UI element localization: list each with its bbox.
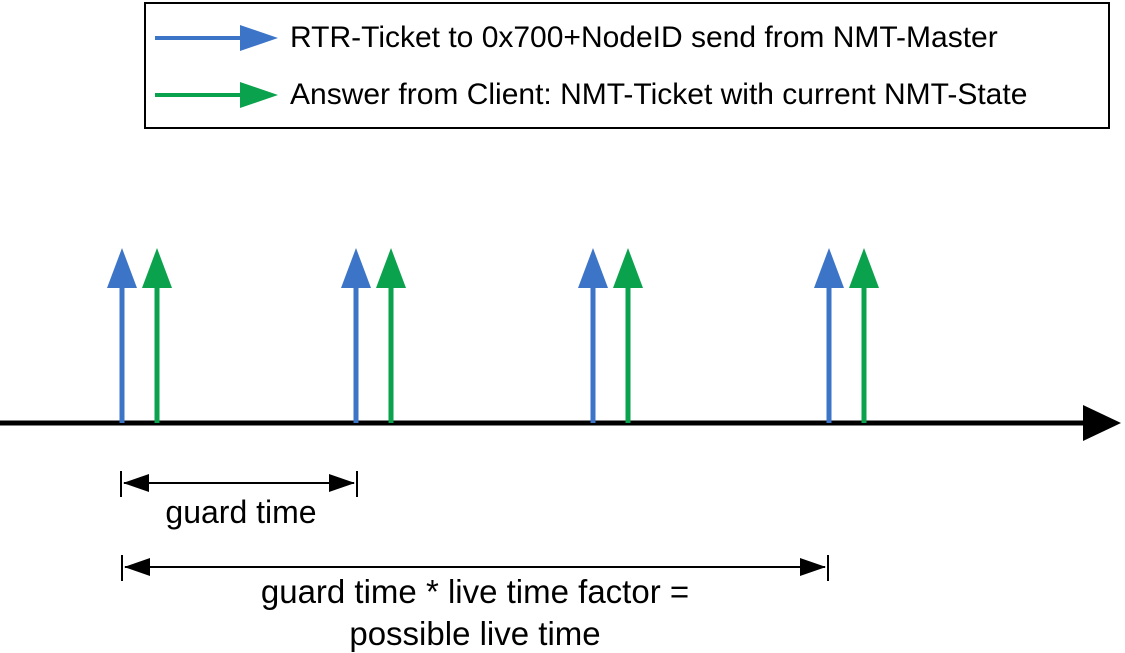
live-time-span-left-head (124, 558, 150, 576)
rtr-ticket-arrow-1-head (107, 248, 137, 288)
legend-box: RTR-Ticket to 0x700+NodeID send from NMT… (144, 2, 1110, 129)
rtr-ticket-arrow-3-head (578, 248, 608, 288)
answer-ticket-arrow-1-head (142, 248, 172, 288)
client-arrow-icon (155, 82, 278, 108)
answer-ticket-arrow-2-head (376, 248, 406, 288)
legend-item-answer: Answer from Client: NMT-Ticket with curr… (146, 78, 1108, 112)
answer-ticket-arrow-3-head (613, 248, 643, 288)
guard-time-span-left-head (123, 474, 149, 492)
live-time-label-line2: possible live time (349, 615, 601, 652)
legend-label-answer: Answer from Client: NMT-Ticket with curr… (290, 78, 1028, 111)
guard-time-span-right-head (329, 474, 355, 492)
guard-time-label: guard time (165, 494, 317, 530)
time-axis-arrowhead (1083, 405, 1121, 441)
live-time-span-right-head (800, 558, 826, 576)
legend-label-rtr-ticket: RTR-Ticket to 0x700+NodeID send from NMT… (290, 21, 998, 54)
live-time-label-line1: guard time * live time factor = (260, 573, 690, 610)
live-time-label: guard time * live time factor = possible… (261, 571, 689, 653)
master-arrow-icon (155, 25, 278, 51)
rtr-ticket-arrow-4-head (814, 248, 844, 288)
legend-item-rtr-ticket: RTR-Ticket to 0x700+NodeID send from NMT… (146, 21, 1108, 55)
rtr-ticket-arrow-2-head (341, 248, 371, 288)
answer-ticket-arrow-4-head (849, 248, 879, 288)
